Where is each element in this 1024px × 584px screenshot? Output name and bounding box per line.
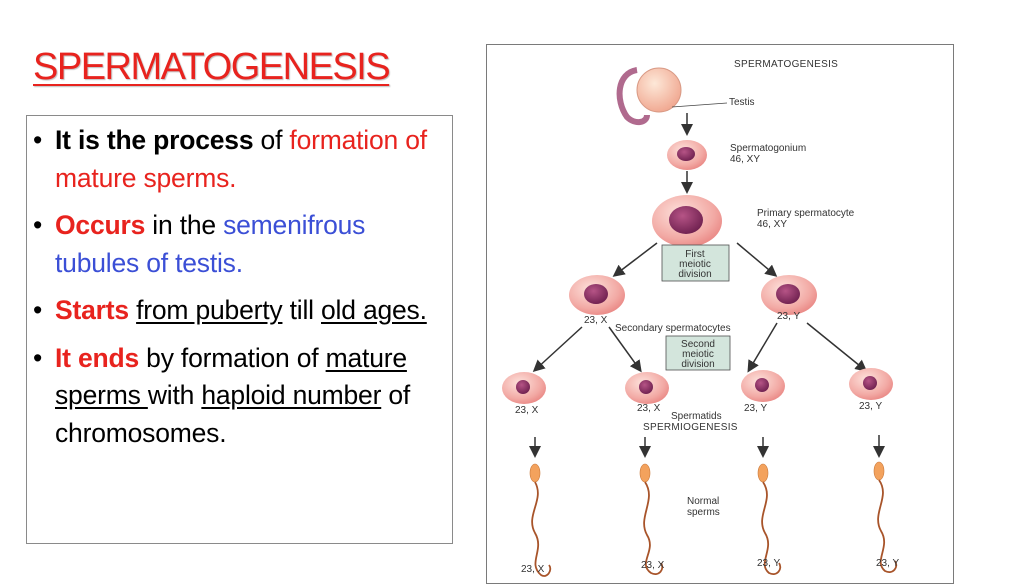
spermatids-label: Spermatids	[671, 411, 722, 422]
bullet-item: • It ends by formation of mature sperms w…	[27, 340, 452, 453]
arrow-4b	[608, 326, 642, 373]
bullet-box: • It is the process of formation of matur…	[26, 115, 453, 544]
sperm-icon-4	[873, 461, 898, 573]
sperm-icon-1	[529, 463, 552, 577]
secondary-right-karyotype: 23, Y	[777, 311, 800, 322]
bullet-1-highlight: formation of mature sperms.	[55, 125, 427, 193]
testis-label: Testis	[729, 97, 755, 108]
normal-sperms-line-1: Normal	[687, 496, 719, 507]
bullet-3-lead: Starts	[55, 295, 129, 325]
bullet-item: • Occurs in the semenifrous tubules of te…	[27, 207, 452, 282]
secondary-spermatocyte-right	[761, 275, 817, 315]
primary-karyotype: 46, XY	[757, 219, 787, 230]
sperm-icon-2	[639, 463, 664, 575]
testis-pointer	[671, 102, 728, 108]
primary-spermatocyte-cell	[652, 195, 722, 247]
first-division-box	[661, 244, 730, 282]
arrow-4a	[532, 326, 583, 373]
sperm-karyotype-1: 23, X	[521, 564, 545, 575]
bullet-3-text: till	[282, 295, 322, 325]
spermatogenesis-diagram: SPERMATOGENESIS Testis Spermatogonium 46…	[486, 44, 954, 584]
sperm-karyotype-2: 23, X	[641, 560, 665, 571]
second-division-box	[665, 335, 731, 371]
bullet-dot-icon: •	[33, 210, 43, 240]
slide-title: SPERMATOGENESIS	[33, 46, 391, 88]
first-division-line-3: division	[678, 269, 711, 280]
first-division-line-2: meiotic	[679, 259, 711, 270]
spermatid-karyotype-3: 23, Y	[744, 403, 767, 414]
secondary-label: Secondary spermatocytes	[615, 323, 731, 334]
bullet-item: • Starts from puberty till old ages.	[27, 292, 452, 330]
bullet-4-text-3: of chromosomes.	[55, 380, 411, 448]
sperm-karyotype-4: 23, Y	[876, 558, 899, 569]
testis-icon	[616, 67, 682, 125]
bullet-2-highlight: semenifrous tubules of testis.	[55, 210, 366, 278]
spermatid-karyotype-4: 23, Y	[859, 401, 882, 412]
spermatogonium-cell	[667, 140, 707, 170]
normal-sperms-line-2: sperms	[687, 507, 720, 518]
bullet-4-underline-1: mature sperms	[55, 342, 407, 411]
bullet-4-underline-2: haploid number	[201, 380, 382, 410]
bullet-4-text-2: with	[147, 380, 202, 410]
spermatid-cell-4	[849, 368, 893, 400]
arrow-3-right	[736, 242, 778, 277]
secondary-spermatocyte-left	[569, 275, 625, 315]
bullet-1-text: of	[253, 125, 290, 155]
secondary-left-karyotype: 23, X	[584, 315, 608, 326]
spermatid-cell-3	[741, 370, 785, 402]
bullet-item: • It is the process of formation of matur…	[27, 122, 452, 197]
bullet-list: • It is the process of formation of matur…	[27, 122, 452, 462]
spermiogenesis-label: SPERMIOGENESIS	[643, 422, 738, 433]
bullet-4-lead: It ends	[55, 342, 140, 373]
spermatid-karyotype-2: 23, X	[637, 403, 661, 414]
second-division-line-3: division	[681, 359, 714, 370]
spermatogonium-karyotype: 46, XY	[730, 154, 760, 165]
arrow-4c	[747, 322, 778, 373]
bullet-dot-icon: •	[33, 342, 43, 373]
diagram-svg: SPERMATOGENESIS Testis Spermatogonium 46…	[502, 59, 899, 577]
diagram-title: SPERMATOGENESIS	[734, 59, 838, 70]
bullet-2-lead: Occurs	[55, 210, 146, 240]
bullet-1-lead: It is the process	[55, 125, 254, 155]
sperm-karyotype-3: 23, Y	[757, 558, 780, 569]
bullet-3-underline-1: from puberty	[136, 295, 283, 325]
bullet-4-text: by formation of	[139, 342, 326, 373]
bullet-3-underline-2: old ages.	[321, 295, 427, 325]
primary-label: Primary spermatocyte	[757, 208, 855, 219]
arrow-4d	[806, 322, 868, 372]
spermatogonium-label: Spermatogonium	[730, 143, 806, 154]
first-division-line-1: First	[685, 249, 705, 260]
bullet-dot-icon: •	[33, 295, 43, 325]
arrow-3-left	[612, 242, 658, 277]
bullet-dot-icon: •	[33, 125, 43, 155]
sperm-icon-3	[757, 463, 782, 575]
spermatid-cell-2	[625, 372, 669, 404]
second-division-line-1: Second	[681, 339, 715, 350]
spermatid-karyotype-1: 23, X	[515, 405, 539, 416]
spermatid-cell-1	[502, 372, 546, 404]
bullet-2-text: in the	[145, 210, 224, 240]
second-division-line-2: meiotic	[682, 349, 714, 360]
